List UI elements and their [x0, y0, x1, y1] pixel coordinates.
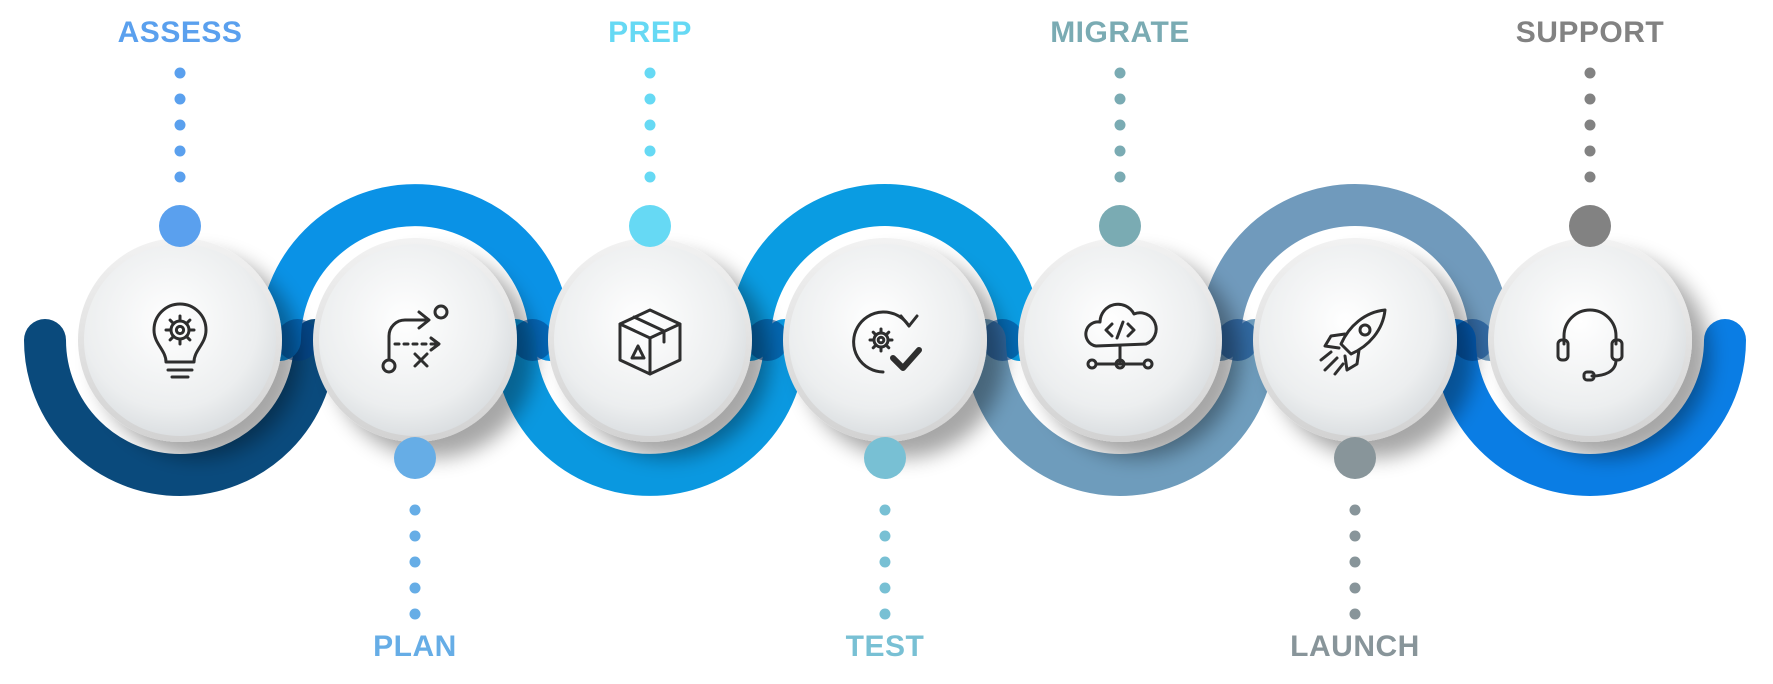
connector-dot — [1584, 145, 1596, 157]
connector-dot — [174, 93, 186, 105]
connector-dot — [174, 119, 186, 131]
step-label-support: SUPPORT — [1515, 16, 1665, 49]
connector-dot — [409, 530, 421, 542]
connector-dot — [1114, 67, 1126, 79]
connector-dot — [409, 504, 421, 516]
step-connectors — [159, 67, 1611, 620]
step-label-launch: LAUNCH — [1290, 630, 1420, 663]
step-label-test: TEST — [845, 630, 925, 663]
connector-disc — [1099, 205, 1141, 247]
connector-dot — [879, 504, 891, 516]
connector-dot — [644, 93, 656, 105]
connector-dot — [1114, 145, 1126, 157]
connector-disc — [1569, 205, 1611, 247]
connector-disc — [159, 205, 201, 247]
arc-junction — [276, 319, 319, 361]
connector-arc — [1434, 319, 1746, 496]
connector-disc — [1334, 437, 1376, 479]
connector-dot — [409, 582, 421, 594]
step-connector — [159, 67, 201, 247]
connector-dot — [174, 145, 186, 157]
connector-dot — [1114, 119, 1126, 131]
connector-arc — [494, 319, 806, 496]
connector-arc — [964, 319, 1276, 496]
step-label-prep: PREP — [608, 16, 692, 49]
arc-junction — [981, 319, 1024, 361]
step-node — [313, 238, 517, 442]
connector-dot — [644, 171, 656, 183]
connector-dot — [409, 608, 421, 620]
connector-dot — [879, 530, 891, 542]
step-label-plan: PLAN — [373, 630, 457, 663]
step-nodes — [78, 238, 1692, 442]
step-connector — [394, 437, 436, 620]
step-connector — [1334, 437, 1376, 620]
connector-arc — [1199, 184, 1511, 361]
connector-dot — [1584, 119, 1596, 131]
arc-junction — [1451, 319, 1494, 361]
step-node — [1018, 238, 1222, 442]
connector-dot — [644, 119, 656, 131]
connector-dot — [1349, 530, 1361, 542]
connector-disc — [394, 437, 436, 479]
connector-arc — [729, 184, 1041, 361]
connector-arcs — [24, 184, 1746, 496]
connector-dot — [644, 145, 656, 157]
step-connector — [864, 437, 906, 620]
connector-dot — [879, 582, 891, 594]
connector-dot — [174, 171, 186, 183]
arc-junction — [1216, 319, 1259, 361]
node-face — [1024, 244, 1216, 436]
path-strategy-icon — [381, 304, 449, 374]
arc-junction — [746, 319, 789, 361]
connector-dot — [1349, 608, 1361, 620]
lightbulb-gear-icon — [152, 302, 208, 379]
step-label-migrate: MIGRATE — [1050, 16, 1190, 49]
connector-dot — [1349, 556, 1361, 568]
step-connector — [629, 67, 671, 247]
node-face — [319, 244, 511, 436]
node-face — [1259, 244, 1451, 436]
connector-dot — [1349, 504, 1361, 516]
step-node — [1488, 238, 1692, 442]
connector-dot — [1584, 171, 1596, 183]
connector-disc — [864, 437, 906, 479]
arc-junction — [511, 319, 554, 361]
gear-check-icon — [852, 310, 922, 374]
connector-arc — [24, 319, 336, 496]
rocket-icon — [1319, 308, 1387, 376]
cloud-code-icon — [1084, 302, 1158, 370]
connector-dot — [1114, 93, 1126, 105]
connector-dot — [1114, 171, 1126, 183]
connector-dot — [1584, 93, 1596, 105]
connector-dot — [644, 67, 656, 79]
connector-dot — [1349, 582, 1361, 594]
connector-disc — [629, 205, 671, 247]
headset-icon — [1556, 308, 1624, 382]
connector-dot — [1584, 67, 1596, 79]
step-connector — [1569, 67, 1611, 247]
connector-arc — [259, 184, 571, 361]
package-box-icon — [618, 308, 682, 376]
connector-dot — [879, 608, 891, 620]
node-face — [1494, 244, 1686, 436]
connector-dot — [879, 556, 891, 568]
step-node — [1253, 238, 1457, 442]
step-connector — [1099, 67, 1141, 247]
connector-dot — [174, 67, 186, 79]
step-label-assess: ASSESS — [117, 16, 243, 49]
connector-dot — [409, 556, 421, 568]
